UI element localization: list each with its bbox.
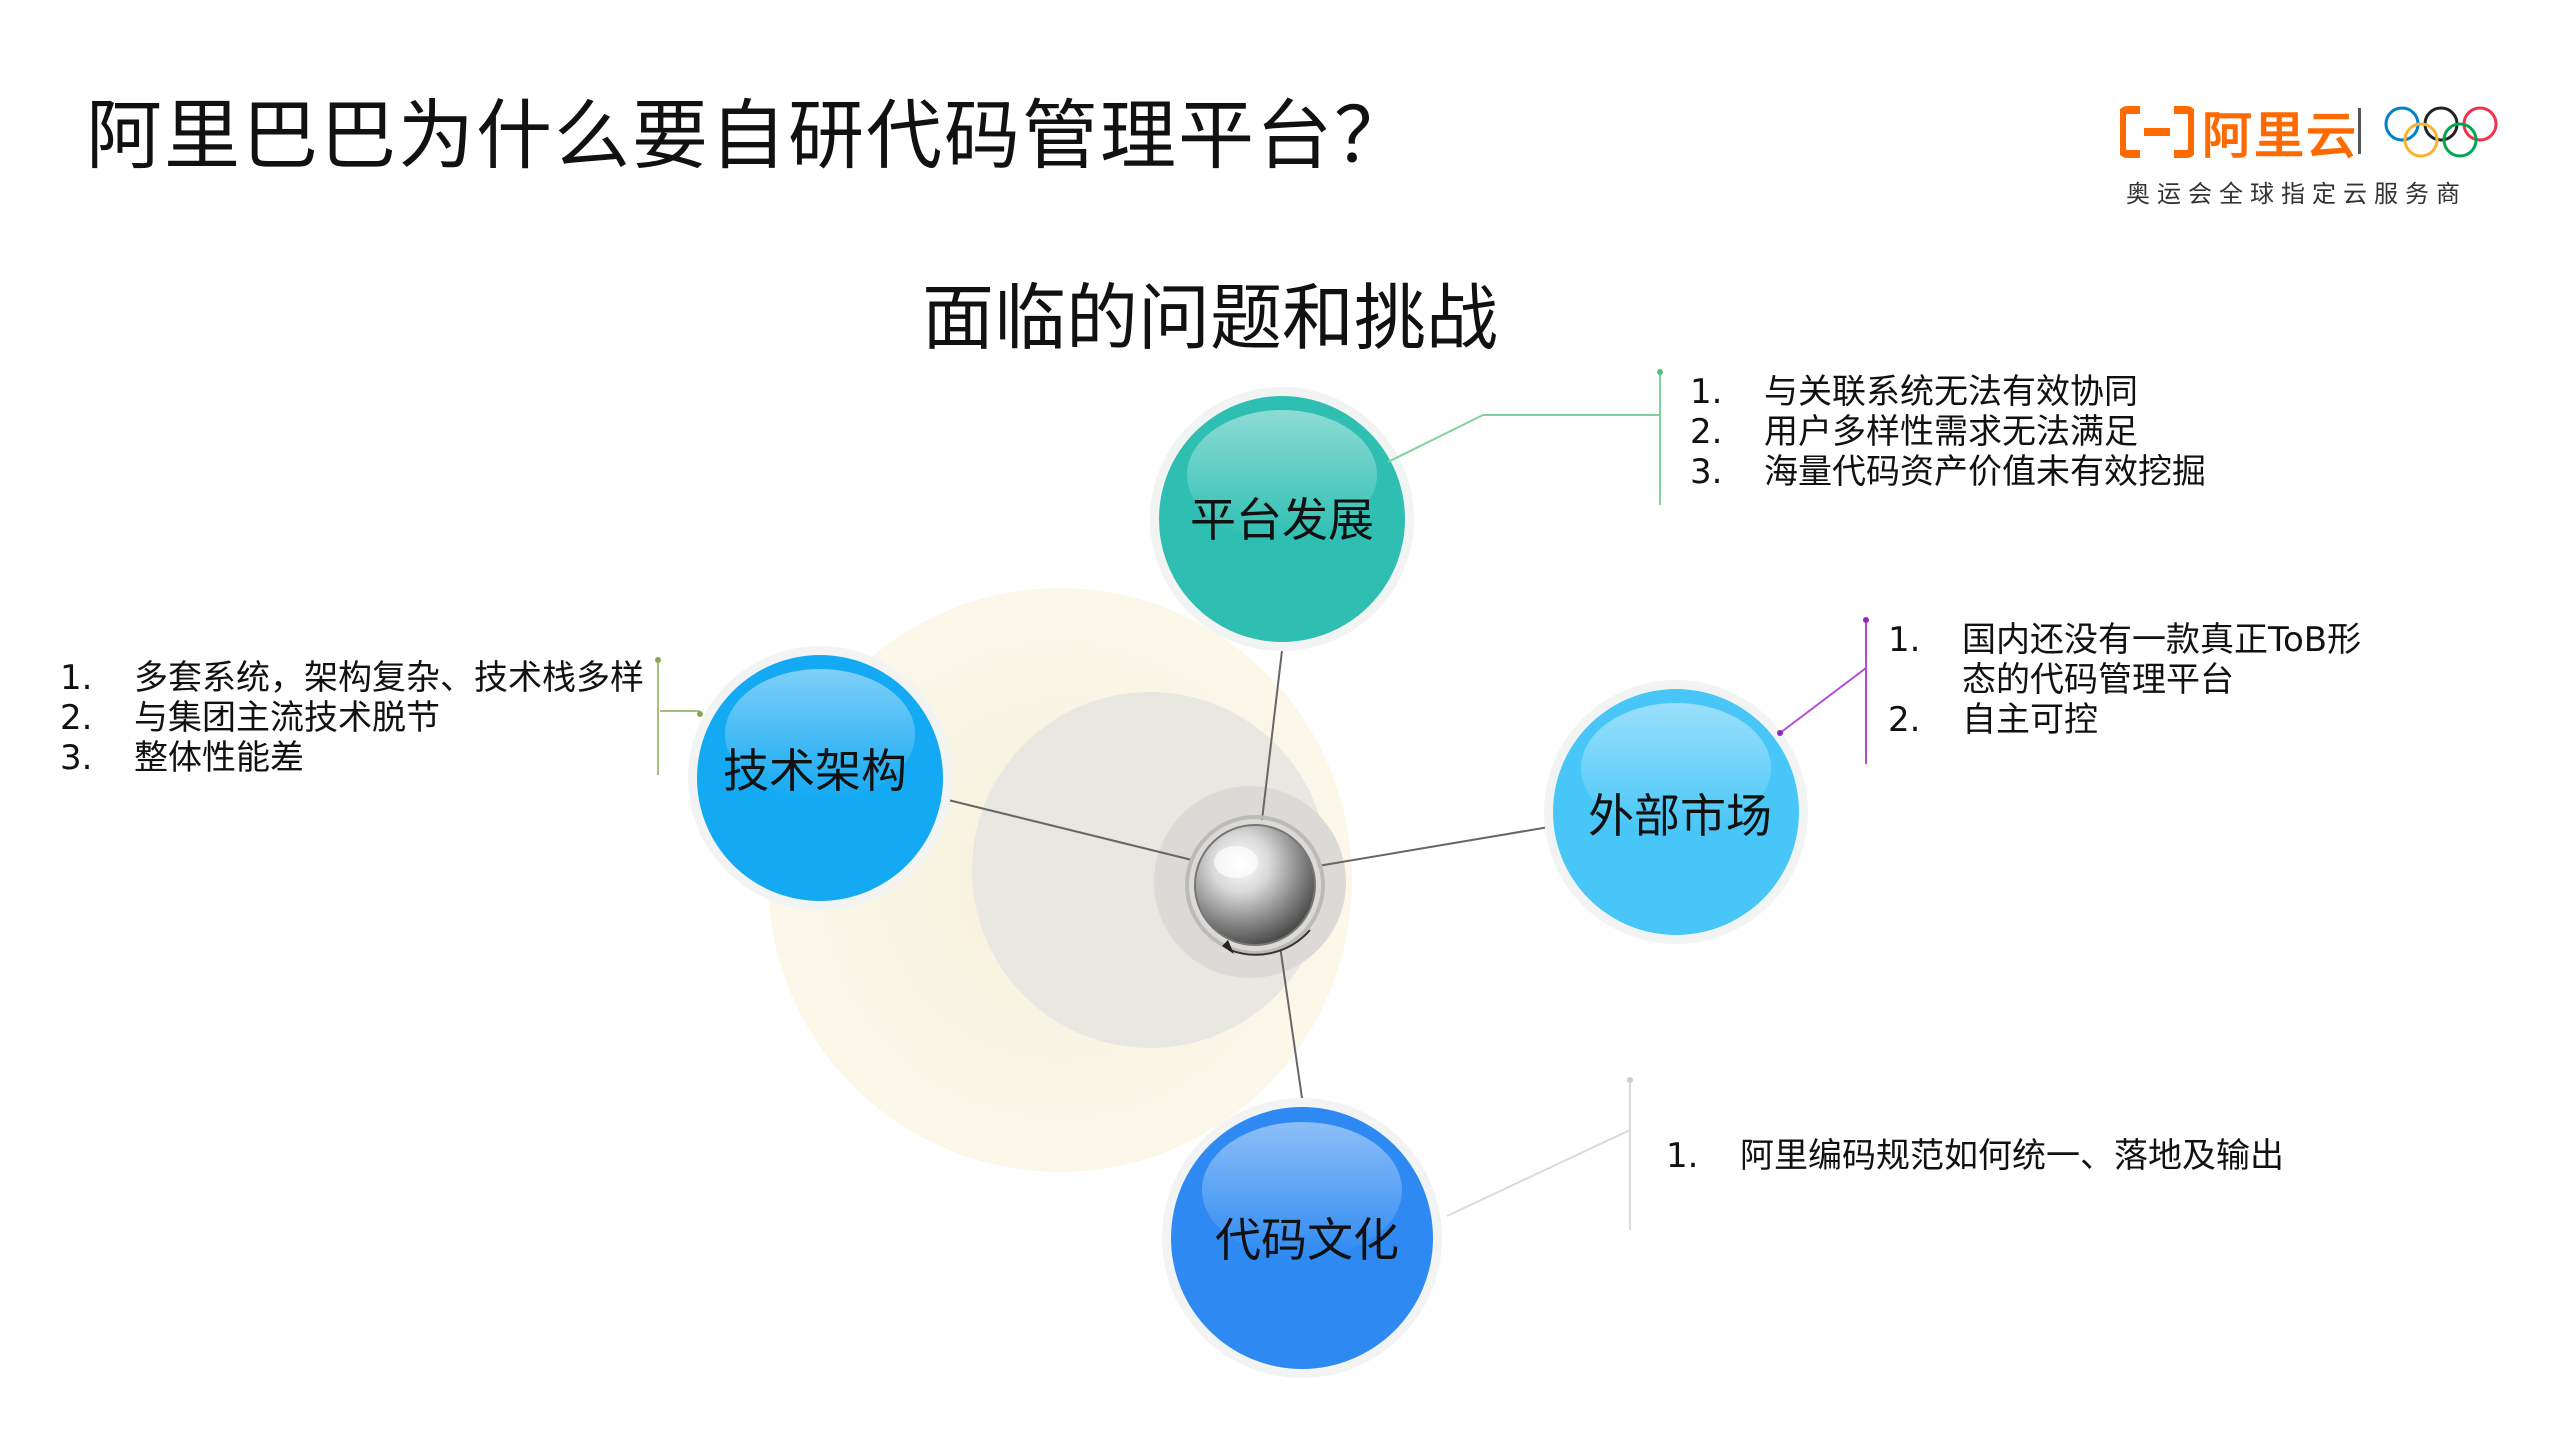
culture-issues-list: 1.阿里编码规范如何统一、落地及输出: [1666, 1136, 2284, 1176]
node-platform-label: 平台发展: [1190, 493, 1374, 547]
callout-market-connector: [1779, 667, 1867, 734]
list-item: 1.多套系统，架构复杂、技术栈多样: [60, 658, 644, 698]
list-item: 2.与集团主流技术脱节: [60, 698, 440, 738]
node-platform-shine: [1187, 410, 1377, 540]
node-culture-shine: [1202, 1122, 1402, 1258]
center-rotate-arrow: [1229, 929, 1311, 956]
node-market-shine: [1581, 703, 1771, 833]
olympic-rings-icon: [2384, 106, 2498, 158]
logo-tagline: 奥运会全球指定云服务商: [2126, 180, 2467, 208]
callout-market-dot: [1863, 617, 1869, 623]
callout-culture-dot: [1627, 1077, 1633, 1083]
node-market-label: 外部市场: [1588, 789, 1772, 843]
list-item: 3.整体性能差: [60, 738, 304, 778]
node-architecture-label: 技术架构: [723, 744, 907, 798]
logo-brand-text: 阿里云: [2202, 107, 2358, 165]
node-architecture-shine: [725, 669, 915, 799]
spoke-architecture: [939, 797, 1193, 861]
center-sphere-highlight: [1214, 846, 1258, 878]
callout-platform-connector: [1387, 414, 1660, 463]
platform-issues-list: 1.与关联系统无法有效协同 2.用户多样性需求无法满足 3.海量代码资产价值未有…: [1690, 372, 2206, 492]
spoke-market: [1317, 825, 1556, 867]
callout-culture-connector: [1446, 1129, 1631, 1217]
list-item: 1.国内还没有一款真正ToB形态的代码管理平台: [1888, 620, 2362, 700]
callout-architecture-end: [697, 711, 703, 717]
market-issues-list: 1.国内还没有一款真正ToB形态的代码管理平台 2.自主可控: [1888, 620, 2392, 740]
logo-separator: [2358, 108, 2361, 154]
callout-market-end: [1777, 730, 1783, 736]
node-culture-label: 代码文化: [1215, 1213, 1399, 1267]
spoke-platform: [1261, 641, 1284, 821]
list-item: 2.用户多样性需求无法满足: [1690, 412, 2138, 452]
section-title: 面临的问题和挑战: [921, 276, 1498, 360]
alibaba-cloud-logo: 阿里云 奥运会全球指定云服务商: [2120, 100, 2520, 210]
list-item: 3.海量代码资产价值未有效挖掘: [1690, 452, 2206, 492]
center-rotate-arrowhead: [1222, 940, 1234, 954]
callout-platform-dot: [1657, 369, 1663, 375]
page-title: 阿里巴巴为什么要自研代码管理平台？: [86, 91, 1412, 180]
center-ring: [1185, 815, 1325, 955]
list-item: 2.自主可控: [1888, 700, 2098, 740]
spoke-culture: [1279, 945, 1303, 1099]
logo-brand: 阿里云: [2120, 100, 2358, 165]
architecture-issues-list: 1.多套系统，架构复杂、技术栈多样 2.与集团主流技术脱节 3.整体性能差: [60, 658, 644, 778]
alibaba-cloud-mark-icon: [2120, 106, 2194, 158]
center-sphere: [1194, 824, 1316, 946]
list-item: 1.阿里编码规范如何统一、落地及输出: [1666, 1136, 2284, 1176]
list-item: 1.与关联系统无法有效协同: [1690, 372, 2138, 412]
callout-architecture-dot: [655, 657, 661, 663]
